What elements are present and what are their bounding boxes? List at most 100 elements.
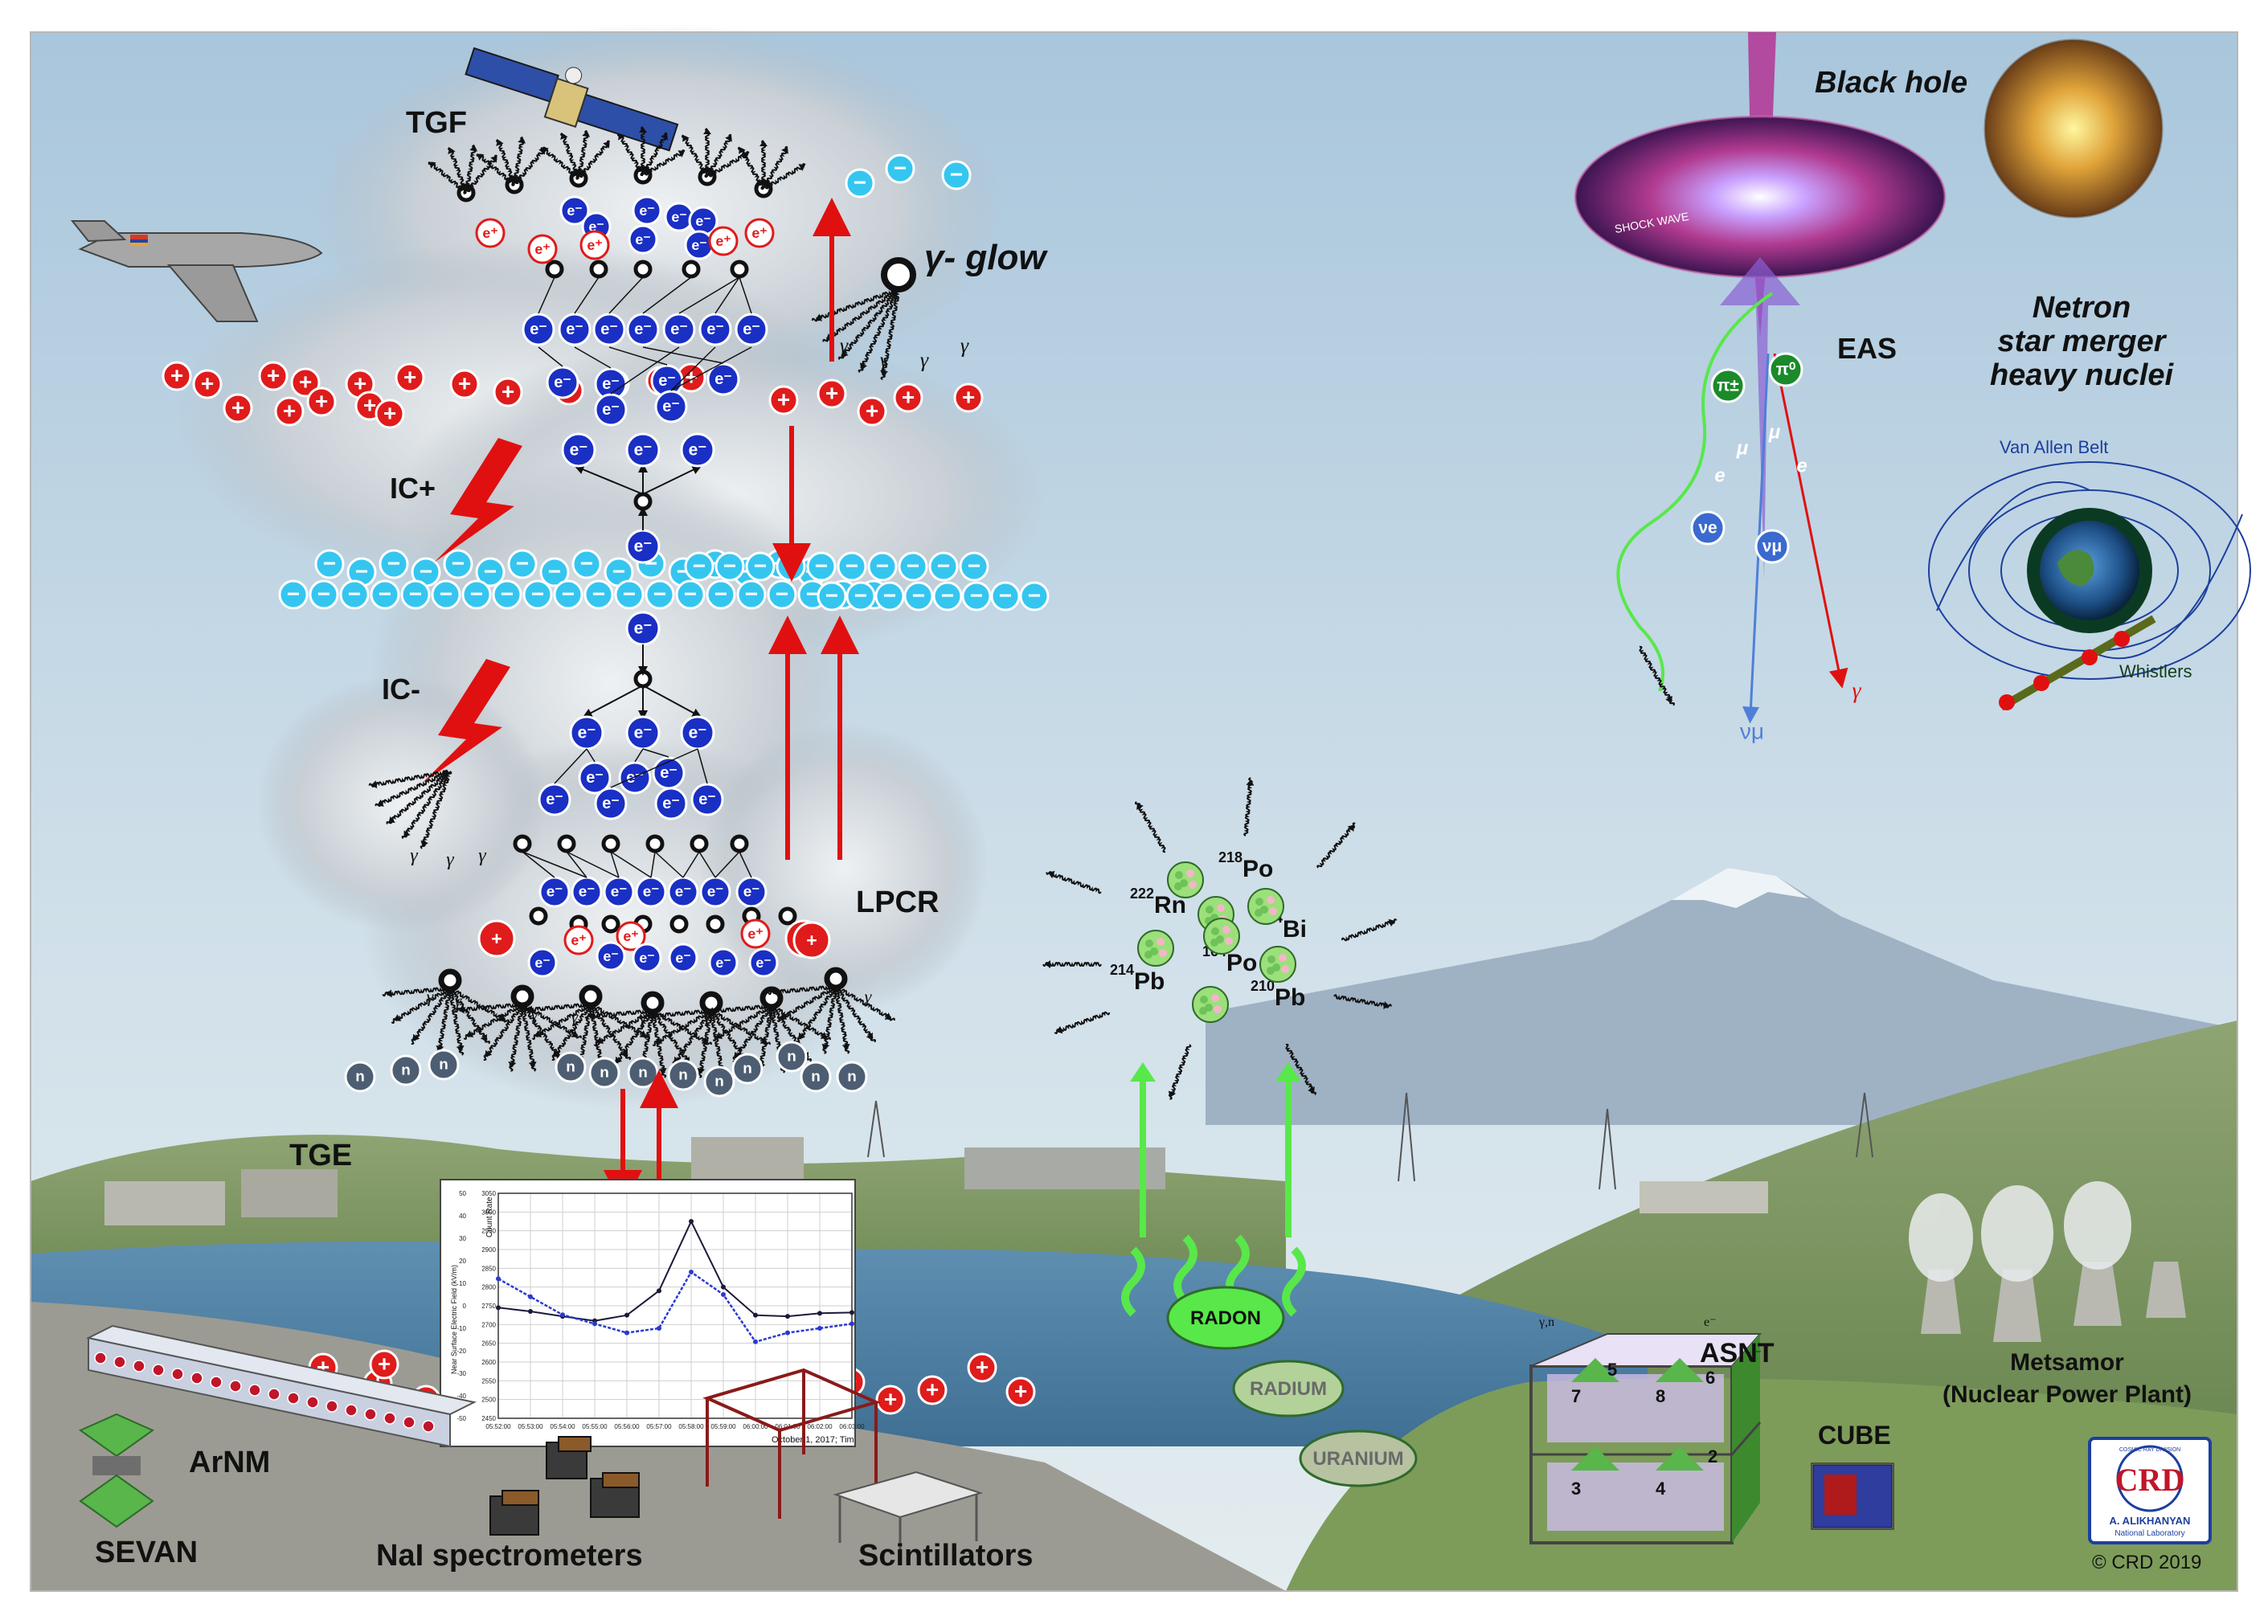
electric-field-point — [753, 1339, 758, 1344]
svg-text:μ: μ — [1768, 422, 1781, 444]
gamma-ray-wave — [1046, 870, 1102, 894]
svg-text:γ: γ — [960, 334, 969, 358]
lightning-bolt-icon — [422, 659, 510, 783]
tgf-label: TGF — [406, 106, 467, 140]
chart-left-tick: 0 — [463, 1303, 467, 1310]
gamma-ray-wave — [703, 128, 711, 178]
negative-charge: − — [767, 579, 797, 610]
asnt-module-number: 8 — [1656, 1386, 1665, 1406]
tge-time-series-chart: 2450250025502600265027002750280028502900… — [440, 1179, 865, 1447]
positive-charge: + — [875, 1385, 906, 1415]
neutron: n — [731, 1053, 764, 1085]
black-hole-label: Black hole — [1815, 66, 1967, 100]
positron: e⁺ — [708, 226, 739, 256]
electron: e⁻ — [625, 432, 661, 468]
gamma-ray-wave — [833, 986, 850, 1054]
asnt-label: ASNT — [1700, 1338, 1775, 1368]
svg-text:(Nuclear Power Plant): (Nuclear Power Plant) — [1943, 1381, 2192, 1408]
chart-left-axis-label: Near Surface Electric Field (kV/m) — [450, 1265, 458, 1374]
svg-text:n: n — [847, 1069, 857, 1086]
electric-field-point — [496, 1276, 501, 1282]
svg-text:e⁻: e⁻ — [714, 370, 732, 388]
interaction-vertex — [645, 834, 665, 853]
interaction-vertex — [633, 260, 653, 279]
positive-charge: + — [449, 369, 480, 399]
positron: e⁺ — [527, 234, 558, 264]
svg-text:+: + — [403, 365, 416, 390]
gamma-ray-wave — [577, 140, 610, 179]
electron: e⁻ — [578, 761, 612, 795]
svg-text:e⁻: e⁻ — [639, 950, 654, 966]
svg-text:+: + — [383, 401, 396, 426]
electron: e⁻ — [571, 876, 603, 908]
positive-charge: + — [290, 367, 321, 398]
svg-text:−: − — [815, 554, 828, 579]
positron: e⁺ — [563, 925, 594, 955]
negative-charge: − — [903, 581, 934, 612]
svg-text:222: 222 — [1130, 886, 1154, 902]
svg-text:e⁻: e⁻ — [603, 948, 618, 964]
electron: e⁻ — [546, 366, 579, 399]
electric-field-point — [849, 1321, 854, 1327]
svg-text:−: − — [379, 582, 391, 607]
svg-text:+: + — [491, 928, 502, 949]
asnt-module-number: 3 — [1571, 1479, 1581, 1499]
positive-charge: + — [306, 387, 337, 417]
gamma-track — [1773, 353, 1848, 689]
svg-text:e⁻: e⁻ — [660, 764, 678, 782]
pion-neutral: π⁰ — [1768, 352, 1803, 387]
svg-text:e⁻: e⁻ — [671, 209, 686, 225]
ic-plus-label: IC+ — [390, 472, 436, 505]
gamma-ray-wave — [375, 771, 452, 808]
positive-charge: + — [676, 362, 706, 393]
van-allen-belt-diagram: Van Allen Belt Whistlers — [1928, 437, 2251, 711]
electron: e⁻ — [538, 783, 571, 816]
chart-x-tick: 05:54:00 — [550, 1423, 575, 1430]
svg-text:−: − — [684, 582, 697, 607]
electron: e⁻ — [680, 432, 715, 468]
svg-text:n: n — [355, 1069, 365, 1086]
svg-text:+: + — [1014, 1379, 1027, 1404]
electric-field-point — [817, 1326, 822, 1331]
count-rate-point — [528, 1309, 533, 1314]
gamma-ray-wave — [703, 1004, 772, 1016]
negative-charge: − — [885, 153, 915, 184]
gamma-ray-wave — [835, 984, 895, 1021]
svg-text:e⁻: e⁻ — [689, 441, 707, 460]
chart-right-tick: 2950 — [481, 1228, 496, 1235]
gamma-ray-wave — [512, 136, 526, 186]
svg-text:−: − — [548, 559, 561, 584]
positive-charge: + — [857, 396, 887, 427]
nucleus-icon — [1167, 861, 1204, 898]
neutron: n — [627, 1057, 659, 1089]
chart-left-tick: 50 — [459, 1190, 466, 1197]
svg-text:e⁻: e⁻ — [755, 955, 771, 971]
nucleus-icon — [1247, 888, 1284, 925]
svg-text:γ: γ — [840, 334, 849, 358]
chart-x-tick: 06:03:00 — [839, 1423, 865, 1430]
gamma-ray-wave — [531, 1004, 592, 1041]
svg-text:e⁻: e⁻ — [546, 791, 563, 808]
gamma-ray-wave — [712, 1005, 773, 1042]
chart-left-tick: 40 — [459, 1213, 466, 1220]
chart-right-tick: 2450 — [481, 1415, 496, 1422]
interaction-vertex — [682, 260, 701, 279]
negative-charge: − — [400, 579, 431, 610]
chart-left-tick: 10 — [459, 1280, 466, 1287]
radon-decay-diagram: 222Rn218Po214Bi164Po214Pb210PbRADONRADIU… — [1042, 777, 1418, 1487]
svg-text:+: + — [976, 1355, 989, 1380]
svg-text:−: − — [323, 551, 336, 576]
svg-text:−: − — [516, 551, 529, 576]
negative-charge: − — [959, 551, 989, 582]
neutron: n — [836, 1061, 868, 1093]
electron: e⁻ — [632, 195, 662, 226]
negative-charge: − — [1019, 581, 1050, 612]
svg-text:e⁺: e⁺ — [482, 225, 497, 241]
svg-text:e⁻: e⁻ — [579, 884, 596, 901]
svg-text:+: + — [902, 385, 915, 410]
gamma-ray-wave — [420, 771, 452, 849]
electron: e⁻ — [618, 761, 652, 795]
svg-text:−: − — [612, 559, 625, 584]
svg-text:218: 218 — [1218, 849, 1242, 865]
gamma-ray-wave — [428, 162, 467, 194]
